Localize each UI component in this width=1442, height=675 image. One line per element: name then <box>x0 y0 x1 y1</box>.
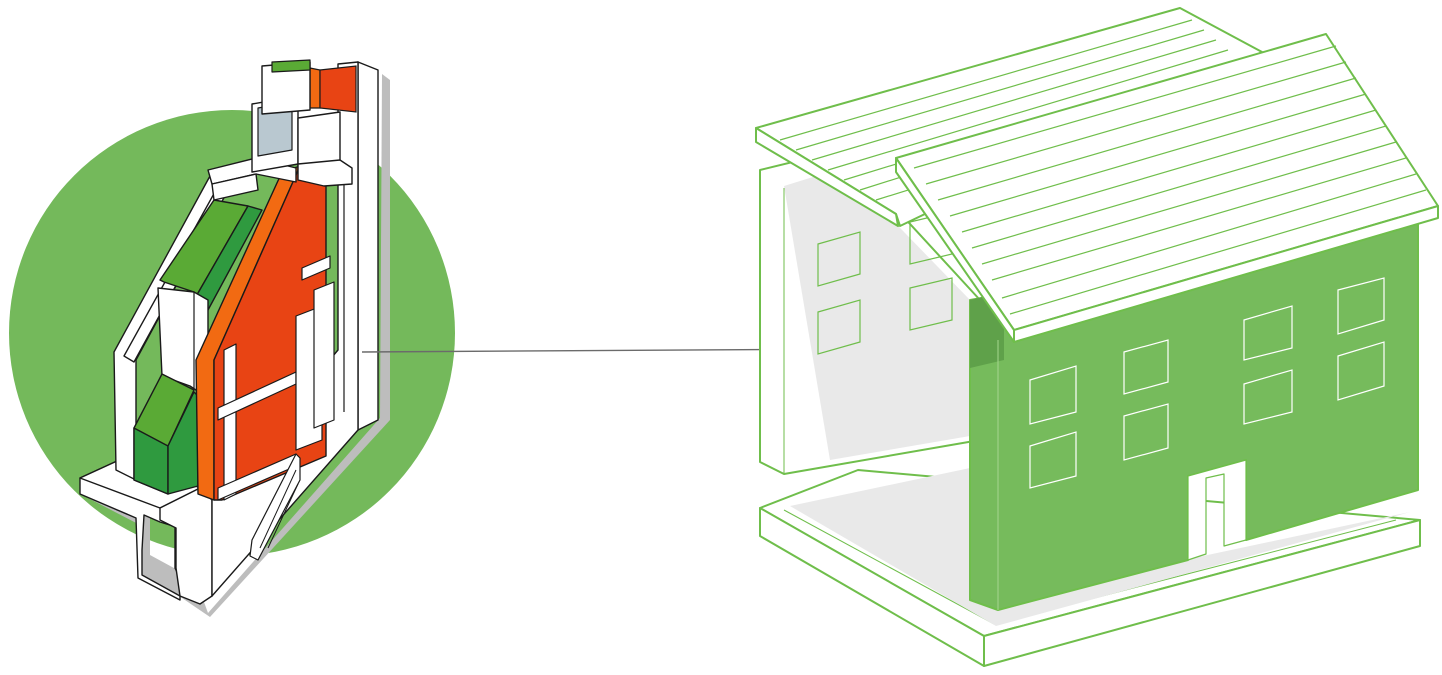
roof-front-side-edge <box>1013 205 1439 343</box>
insulation-orange-top-left <box>309 67 321 109</box>
batten-vertical-left <box>223 343 237 501</box>
base-battens <box>249 453 301 561</box>
front-window-1 <box>1029 365 1077 425</box>
back-window-4 <box>909 277 953 331</box>
roof-front-lines <box>913 45 1427 315</box>
front-window-2 <box>1123 339 1169 395</box>
cladding-strip-2 <box>313 281 335 429</box>
building-exploded-view <box>755 7 1439 667</box>
base-batten-line-1 <box>259 469 297 549</box>
front-window-6 <box>1123 403 1169 461</box>
base-batten-line-2 <box>267 483 299 549</box>
outer-cladding-back <box>357 61 379 431</box>
front-wall-windows <box>1029 277 1385 489</box>
batten-horizontal-top <box>301 255 331 281</box>
ground-slab-side <box>983 519 1421 667</box>
front-window-3 <box>1243 305 1293 361</box>
front-window-4 <box>1337 277 1385 335</box>
window-lintel-ledge <box>297 159 353 187</box>
window-sill-front <box>211 173 259 201</box>
front-window-5 <box>1029 431 1077 489</box>
roof-back-edge <box>755 127 899 227</box>
insulation-orange-top-right <box>319 65 357 113</box>
front-window-7 <box>1243 369 1293 425</box>
wall-section-detail <box>9 59 455 617</box>
slab-shadow <box>790 468 1410 626</box>
front-window-8 <box>1337 341 1385 401</box>
back-window-1 <box>817 231 861 287</box>
window-head-green <box>271 59 311 73</box>
door-opening <box>1187 459 1247 561</box>
back-window-3 <box>817 299 861 355</box>
